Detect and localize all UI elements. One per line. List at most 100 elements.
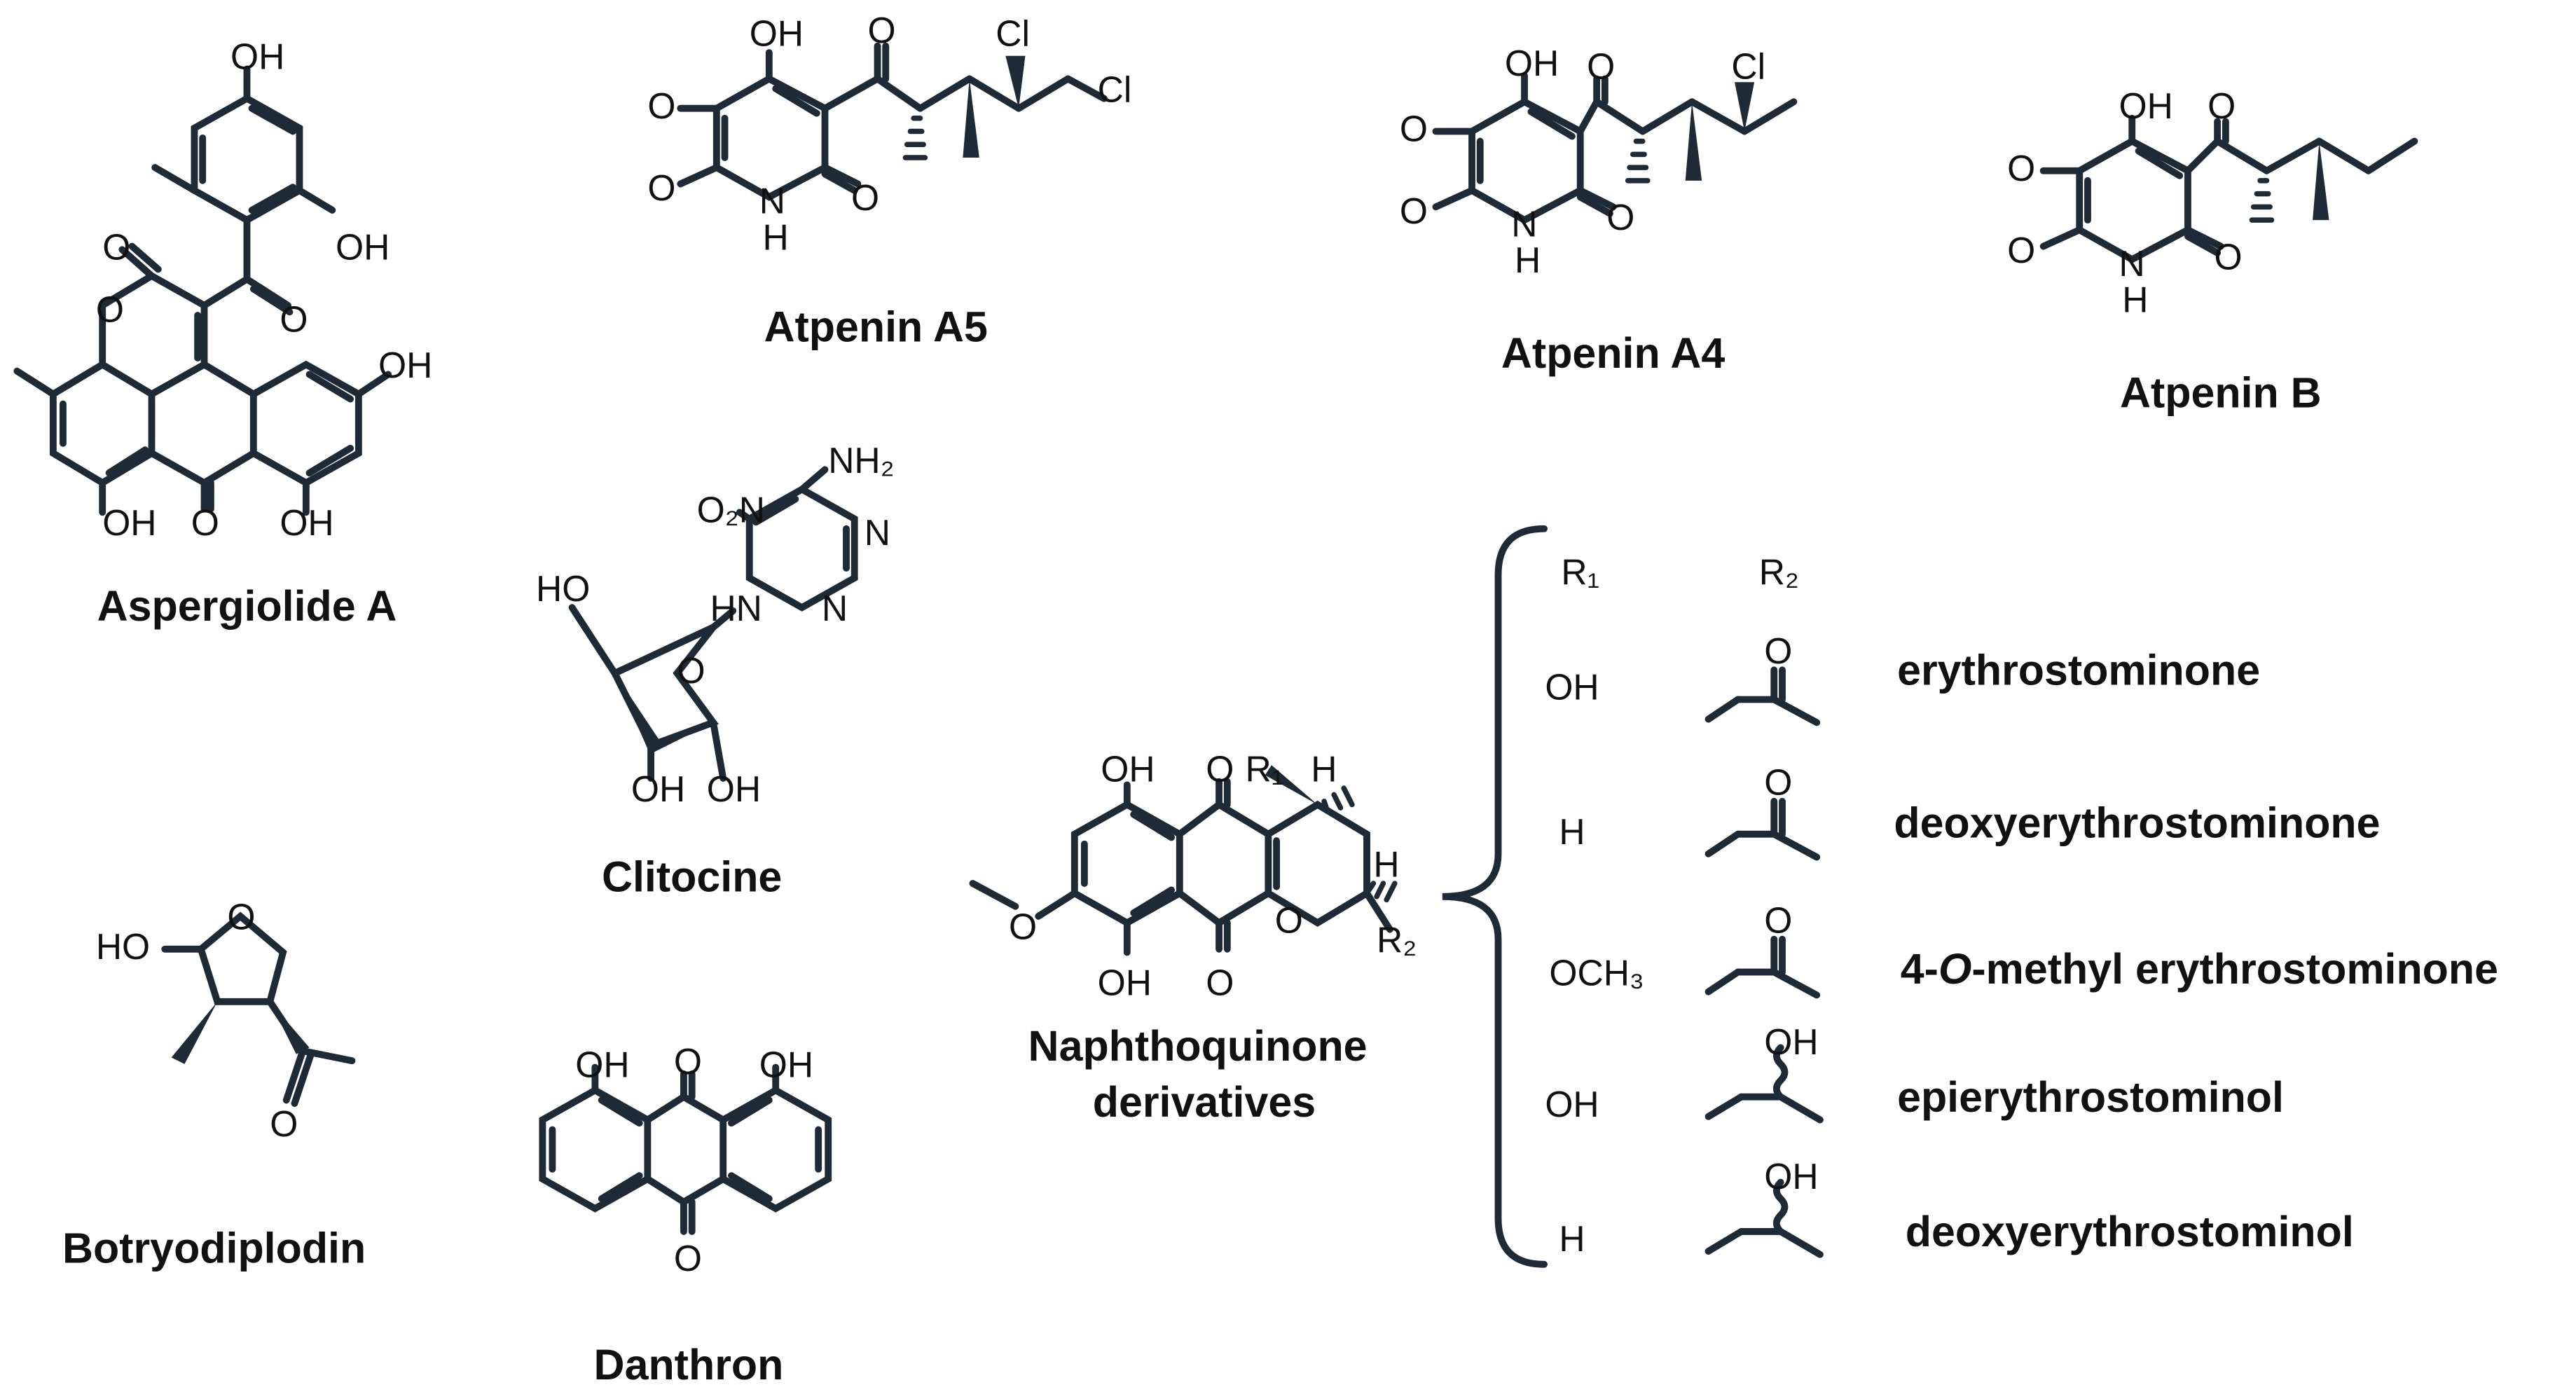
atom-label-cl: Cl: [996, 13, 1030, 54]
atom-label-ho: HO: [536, 568, 590, 609]
r2-ketone-row-1: [1704, 666, 1821, 726]
table-header-r2: R₂: [1759, 551, 1799, 592]
compound-name-aspergiolide-a: Aspergiolide A: [97, 582, 397, 630]
compound-name-atpenin-b: Atpenin B: [2120, 368, 2322, 416]
atom-label-o: O: [2007, 148, 2035, 188]
atom-label-n: N: [759, 181, 785, 221]
atom-label-o: O: [102, 226, 130, 267]
compound-name-naphthoquinone: Naphthoquinone: [1028, 1022, 1368, 1070]
atom-label-o: O: [280, 298, 308, 339]
atom-label-o: O: [191, 502, 219, 543]
atom-label-h: H: [2122, 279, 2148, 319]
table-r1-value: H: [1559, 1218, 1585, 1259]
curly-brace: [1442, 525, 1548, 1268]
atom-label-o: O: [227, 897, 255, 937]
derivative-name: deoxyerythrostominol: [1906, 1208, 2354, 1255]
atom-label-o: O: [2007, 230, 2035, 270]
naphthoquinone-core-structure: [969, 765, 1398, 956]
table-r1-value: OH: [1545, 1084, 1599, 1124]
clitocine-structure: [568, 466, 858, 782]
atom-label-h: H: [1515, 240, 1541, 280]
atom-label-o: O: [677, 650, 705, 691]
compound-name-atpenin-a4: Atpenin A4: [1501, 329, 1725, 377]
atom-label-o: O: [270, 1103, 298, 1144]
atom-label-o: O: [2214, 236, 2242, 277]
table-r1-value: OCH₃: [1549, 952, 1644, 993]
atom-label-o: O: [674, 1238, 702, 1279]
atpenin-a5-structure: [677, 42, 1108, 201]
aspergiolide-a-structure: [13, 65, 392, 516]
atom-label-oh: OH: [1764, 1156, 1818, 1197]
r2-ketone-row-3: [1704, 935, 1821, 999]
atom-label-hn: HN: [710, 588, 762, 628]
atom-label-n: N: [1511, 204, 1537, 244]
atom-label-o: O: [1764, 630, 1792, 671]
atom-label-o: O: [647, 167, 675, 208]
atom-label-h: H: [1373, 844, 1399, 885]
atom-label-oh: OH: [707, 769, 761, 809]
atom-label-o: O: [851, 177, 879, 218]
atom-label-o: O: [1275, 900, 1303, 940]
atom-label-oh: OH: [631, 769, 685, 809]
atom-label-r1: R₁: [1246, 749, 1284, 790]
botryodiplodin-structure: [161, 911, 356, 1108]
atom-label-cl: Cl: [1098, 69, 1132, 109]
compound-name-danthron: Danthron: [594, 1341, 784, 1388]
derivative-name: epierythrostominol: [1897, 1073, 2284, 1121]
derivative-name: 4-O-methyl erythrostominone: [1901, 945, 2498, 993]
compound-name-botryodiplodin: Botryodiplodin: [62, 1224, 366, 1271]
atom-label-o: O: [1587, 46, 1615, 87]
atom-label-oh: OH: [1101, 749, 1155, 790]
atom-label-oh: OH: [280, 502, 333, 543]
atom-label-o: O: [867, 10, 895, 50]
atom-label-oh: OH: [1764, 1021, 1818, 1062]
atom-label-h: H: [762, 216, 788, 257]
table-r1-value: H: [1559, 811, 1585, 852]
derivative-name: deoxyerythrostominone: [1894, 799, 2380, 846]
atom-label-o: O: [1400, 191, 1428, 231]
atom-label-oh: OH: [750, 13, 804, 54]
atom-label-o: O: [674, 1041, 702, 1082]
atom-label-n: N: [2119, 243, 2145, 284]
atom-label-o: O: [2207, 85, 2236, 126]
atom-label-nh2: NH₂: [828, 440, 894, 481]
atom-label-r2: R₂: [1377, 919, 1417, 960]
atom-label-oh: OH: [759, 1045, 813, 1085]
atom-label-o: O: [647, 85, 675, 126]
table-header-r1: R₁: [1561, 551, 1599, 592]
atom-label-oh: OH: [1505, 43, 1559, 83]
atom-label-ho: HO: [96, 926, 150, 967]
compound-name-derivatives: derivatives: [1093, 1078, 1316, 1126]
atom-label-oh: OH: [1098, 962, 1152, 1002]
r2-alcohol-row-5: [1704, 1178, 1824, 1258]
atpenin-a4-structure: [1432, 71, 1798, 224]
compound-name-atpenin-a5: Atpenin A5: [764, 303, 988, 351]
atom-label-o: O: [1206, 749, 1234, 790]
atom-label-cl: Cl: [1731, 46, 1765, 87]
atom-label-no2: O₂N: [697, 489, 765, 530]
atom-label-oh: OH: [102, 502, 156, 543]
atom-label-oh: OH: [378, 345, 432, 385]
atom-label-n: N: [822, 588, 848, 628]
atom-label-o: O: [1764, 761, 1792, 802]
atom-label-o: O: [1400, 109, 1428, 149]
r2-ketone-row-2: [1704, 797, 1821, 861]
atom-label-o: O: [1764, 900, 1792, 940]
atom-label-o: O: [96, 289, 124, 329]
r2-alcohol-row-4: [1704, 1044, 1824, 1124]
table-r1-value: OH: [1545, 666, 1599, 707]
derivative-name: erythrostominone: [1897, 646, 2260, 694]
atom-label-oh: OH: [336, 226, 390, 267]
atom-label-n: N: [865, 512, 890, 553]
atom-label-oh: OH: [575, 1045, 629, 1085]
atom-label-o: O: [1009, 907, 1037, 947]
atom-label-h: H: [1311, 749, 1337, 790]
compound-name-clitocine: Clitocine: [602, 853, 782, 901]
atpenin-b-structure: [2039, 114, 2418, 263]
danthron-structure: [539, 1063, 832, 1235]
atom-label-oh: OH: [2119, 85, 2173, 126]
atom-label-o: O: [1606, 197, 1634, 237]
atom-label-oh: OH: [230, 36, 284, 76]
atom-label-o: O: [1206, 962, 1234, 1002]
